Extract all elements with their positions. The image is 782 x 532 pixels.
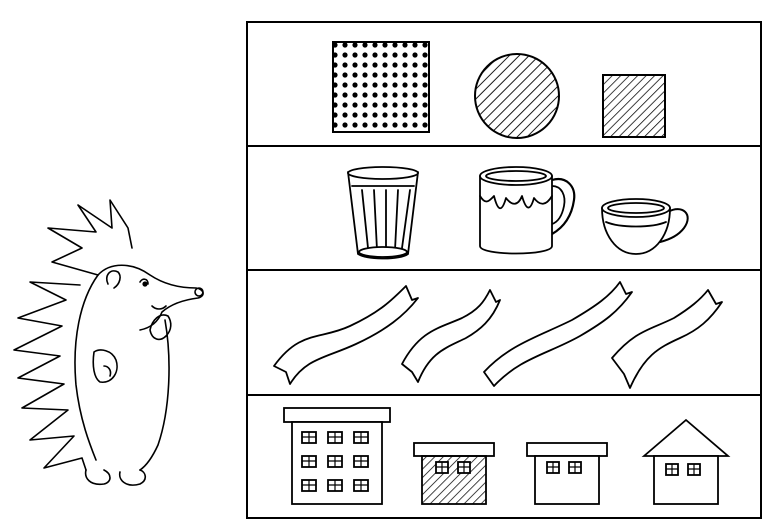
hedgehog-nose <box>194 287 204 297</box>
ribbon-3 <box>483 281 633 387</box>
hedgehog-spines <box>13 199 133 471</box>
small-striped-square <box>602 74 666 138</box>
multi-storey-house-icon <box>283 407 391 505</box>
plain-house-icon <box>526 442 608 505</box>
ribbon-1 <box>273 285 419 385</box>
hedgehog-illustration <box>13 199 204 486</box>
striped-circle <box>474 53 560 139</box>
hedgehog-mouth <box>151 305 167 310</box>
row-ribbons <box>273 281 723 389</box>
ribbon-4 <box>611 289 723 389</box>
row-dishes <box>347 166 689 260</box>
row-houses <box>283 407 731 505</box>
hedgehog-body <box>74 274 170 471</box>
mug-icon <box>479 166 576 255</box>
pitched-roof-house-icon <box>641 418 731 505</box>
dotted-square <box>332 41 430 133</box>
hedgehog-head <box>97 264 204 331</box>
cup-icon <box>601 198 689 255</box>
striped-house-icon <box>413 442 495 505</box>
hedgehog-paw-lower <box>92 349 118 383</box>
worksheet-frame <box>246 21 762 519</box>
hedgehog-feet <box>84 469 147 486</box>
hedgehog-eye <box>139 278 149 285</box>
glass-icon <box>347 166 419 260</box>
hedgehog-ear <box>105 270 121 289</box>
ribbon-2 <box>401 289 501 383</box>
hedgehog-paw-raised <box>149 314 172 341</box>
row-shapes <box>332 41 666 139</box>
